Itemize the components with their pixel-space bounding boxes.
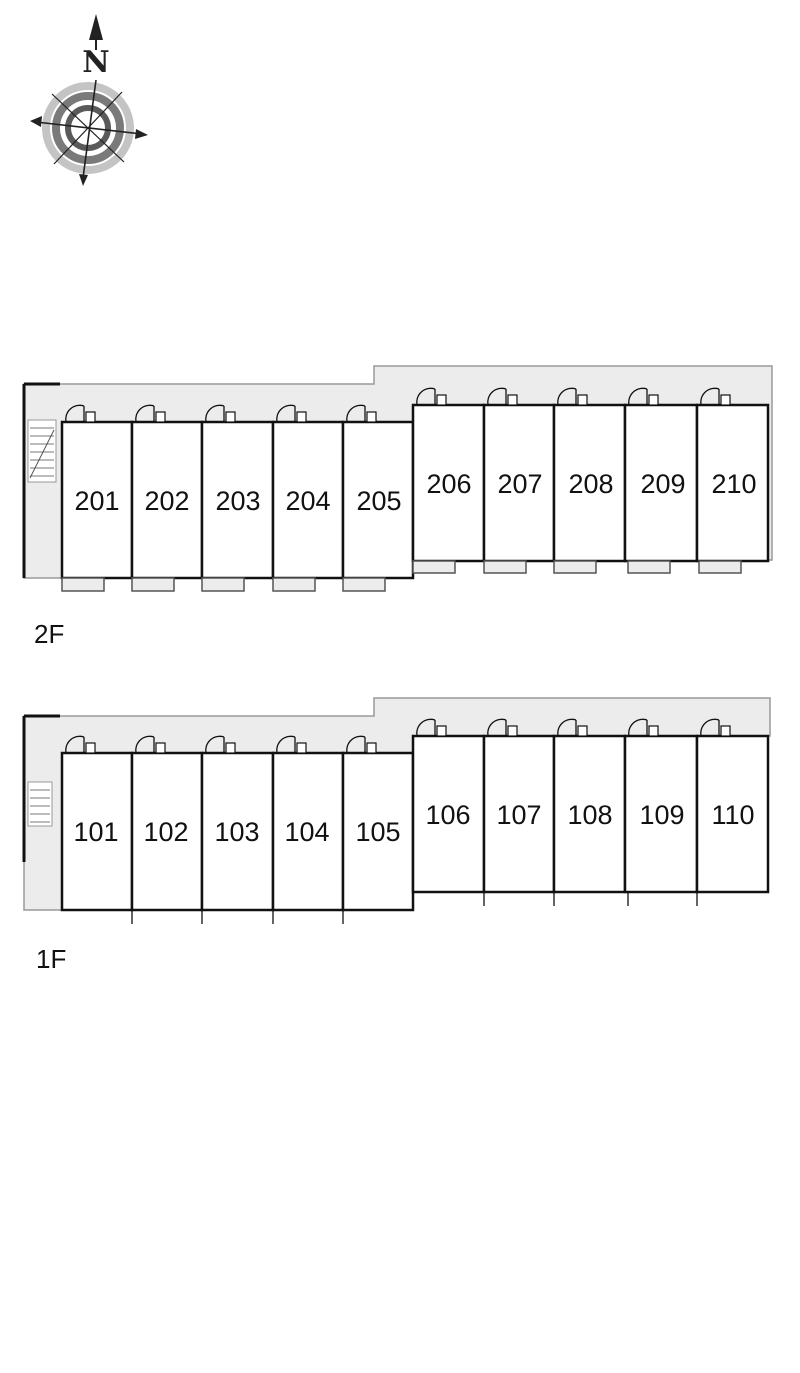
unit-number: 203 (215, 486, 260, 516)
balcony (342, 577, 386, 592)
balcony (131, 577, 175, 592)
unit-number: 108 (567, 800, 612, 830)
unit-number: 107 (496, 800, 541, 830)
floor-label-1f: 1F (36, 944, 66, 974)
unit-105: 105 (341, 735, 415, 924)
unit-number: 103 (214, 817, 259, 847)
balcony (553, 560, 597, 574)
door-icon (346, 735, 366, 754)
unit-110: 110 (695, 718, 770, 906)
compass-arrow-north (89, 14, 103, 40)
unit-number: 208 (568, 469, 613, 499)
balcony (272, 577, 316, 592)
unit-204: 204 (271, 404, 345, 592)
compass-ring-outer (42, 82, 134, 174)
unit-203: 203 (200, 404, 275, 592)
unit-107: 107 (482, 718, 556, 906)
floor-2f: 201 202 203 204 (22, 365, 773, 649)
door-icon (416, 718, 436, 737)
door-icon (557, 387, 577, 406)
door-icon (135, 404, 155, 423)
compass-arrow-east (135, 129, 148, 139)
unit-208: 208 (552, 387, 627, 574)
unit-209: 209 (623, 387, 699, 574)
unit-202: 202 (130, 404, 204, 592)
unit-number: 206 (426, 469, 471, 499)
unit-106: 106 (411, 718, 486, 894)
balcony (627, 560, 671, 574)
door-icon (700, 387, 720, 406)
door-icon (346, 404, 366, 423)
door-icon (416, 387, 436, 406)
compass-axis-diag2 (53, 91, 123, 165)
stairs-1f (27, 781, 53, 827)
compass: N (30, 14, 148, 186)
unit-104: 104 (271, 735, 345, 924)
unit-number: 205 (356, 486, 401, 516)
door-icon (276, 735, 296, 754)
door-icon (205, 735, 225, 754)
door-icon (700, 718, 720, 737)
unit-number: 201 (74, 486, 119, 516)
unit-109: 109 (623, 718, 699, 906)
floor-label-2f: 2F (34, 619, 64, 649)
unit-103: 103 (200, 735, 275, 924)
compass-axis-ew (35, 121, 143, 135)
compass-ring-inner (65, 105, 111, 151)
unit-number: 202 (144, 486, 189, 516)
unit-101: 101 (60, 735, 134, 912)
unit-number: 102 (143, 817, 188, 847)
door-icon (205, 404, 225, 423)
unit-number: 210 (711, 469, 756, 499)
door-icon (557, 718, 577, 737)
balcony (698, 560, 742, 574)
door-icon (135, 735, 155, 754)
unit-102: 102 (130, 735, 204, 924)
balcony (412, 560, 456, 574)
unit-number: 207 (497, 469, 542, 499)
door-icon (487, 387, 507, 406)
unit-number: 109 (639, 800, 684, 830)
door-icon (628, 387, 648, 406)
door-icon (487, 718, 507, 737)
compass-arrow-south (79, 174, 88, 186)
door-icon (65, 404, 85, 423)
balcony (483, 560, 527, 574)
balcony (61, 577, 105, 592)
door-icon (628, 718, 648, 737)
unit-number: 106 (425, 800, 470, 830)
unit-205: 205 (341, 404, 415, 592)
door-icon (276, 404, 296, 423)
floor-1f: 101 102 103 104 (22, 697, 771, 974)
north-label: N (82, 45, 109, 80)
unit-number: 101 (73, 817, 118, 847)
unit-number: 104 (284, 817, 329, 847)
balcony (201, 577, 245, 592)
unit-number: 204 (285, 486, 330, 516)
unit-number: 110 (711, 800, 754, 830)
unit-207: 207 (482, 387, 556, 574)
unit-108: 108 (552, 718, 627, 906)
unit-number: 105 (355, 817, 400, 847)
door-icon (65, 735, 85, 754)
unit-number: 209 (640, 469, 685, 499)
unit-206: 206 (411, 387, 486, 574)
compass-arrow-west (30, 116, 42, 127)
unit-201: 201 (60, 404, 134, 592)
unit-210: 210 (695, 387, 770, 574)
stairs-2f (27, 419, 57, 483)
compass-ring-middle (52, 92, 124, 164)
